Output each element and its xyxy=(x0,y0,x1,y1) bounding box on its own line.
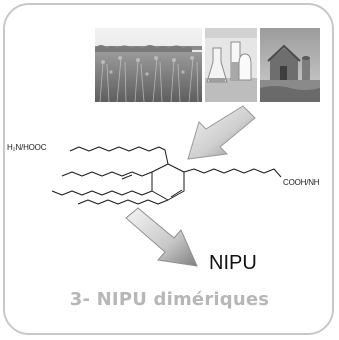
photo-strip xyxy=(95,28,320,102)
left-end-group-label: H₂N/HOOC xyxy=(7,143,47,152)
lab-glassware-photo-icon xyxy=(205,28,257,102)
right-end-group-label: COOH/NH xyxy=(283,178,320,187)
farm-building-photo-icon xyxy=(260,28,320,102)
diagram-caption: 3- NIPU dimériques xyxy=(69,289,270,310)
field-photo-icon xyxy=(95,28,202,102)
product-label: NIPU xyxy=(209,252,257,274)
